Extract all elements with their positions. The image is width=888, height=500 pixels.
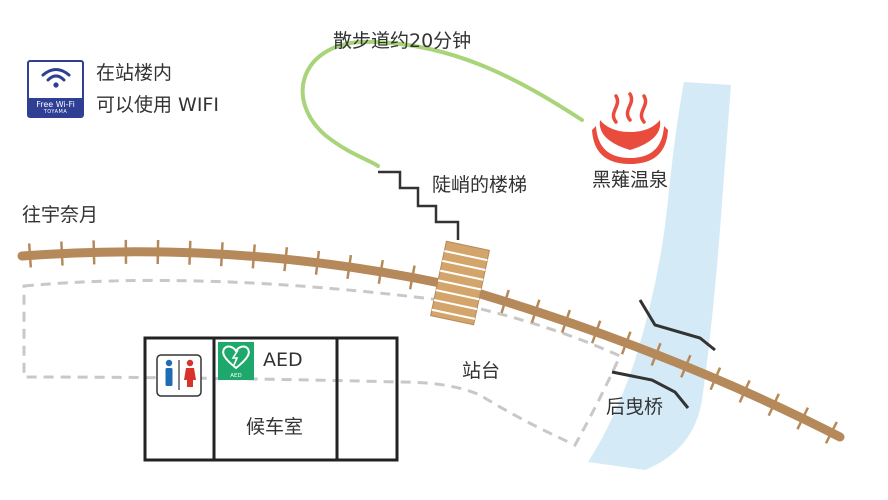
bridge-label: 后曳桥 (606, 396, 664, 418)
walk-route-label: 散步道约20分钟 (333, 30, 472, 52)
platform-label: 站台 (462, 360, 501, 382)
railway-tie (767, 393, 780, 417)
wifi-icon: Free Wi-Fi TOYAMA (27, 60, 84, 118)
railway-tie (92, 240, 96, 265)
railway-tie (346, 254, 353, 280)
direction-label: 往宇奈月 (22, 204, 99, 226)
aed-label: AED (263, 349, 303, 371)
hot-spring-icon (592, 92, 668, 164)
railway-tie (709, 367, 722, 391)
station-building (143, 336, 399, 462)
railway-tie (738, 379, 751, 403)
railway-tie (500, 289, 510, 314)
railway-tie (650, 342, 662, 367)
railway-tie (219, 242, 224, 267)
railway-tie (620, 331, 632, 355)
railway-tie (590, 320, 602, 344)
stairs-crossing (429, 240, 491, 326)
railway-tie (408, 265, 416, 290)
hot-spring-label: 黑薙温泉 (592, 169, 669, 191)
waiting-room-label: 候车室 (246, 416, 304, 438)
walking-path (300, 39, 584, 168)
railway-tie (60, 241, 64, 266)
railway-tie (283, 247, 289, 272)
stairs-icon (378, 170, 460, 240)
bridge-bracket-top (638, 299, 716, 352)
railway-tie (824, 421, 838, 444)
railway-tie (530, 299, 541, 323)
steep-stairs-label: 陡峭的楼梯 (432, 174, 528, 196)
aed-icon-label: AED (230, 373, 241, 379)
wifi-badge-subtext: TOYAMA (43, 109, 68, 115)
railway-tie (251, 244, 256, 269)
wifi-label-line2: 可以使用 WIFI (96, 94, 219, 116)
railway-tie (27, 243, 33, 268)
railway-tie (796, 407, 810, 430)
railway-tie (680, 354, 692, 378)
restroom-icon (156, 354, 202, 397)
station-area-outline (22, 278, 622, 447)
wifi-signal-icon (41, 68, 71, 88)
railway-tie (377, 259, 385, 284)
bridge-bracket-bottom (611, 370, 690, 409)
aed-icon: AED (218, 342, 254, 380)
wifi-label-line1: 在站楼内 (96, 62, 173, 84)
railway-tie (188, 240, 192, 265)
wifi-badge-band (29, 98, 82, 116)
railway-tie (560, 309, 572, 334)
wifi-badge-text: Free Wi-Fi (36, 100, 75, 109)
railway-tie (314, 250, 321, 275)
